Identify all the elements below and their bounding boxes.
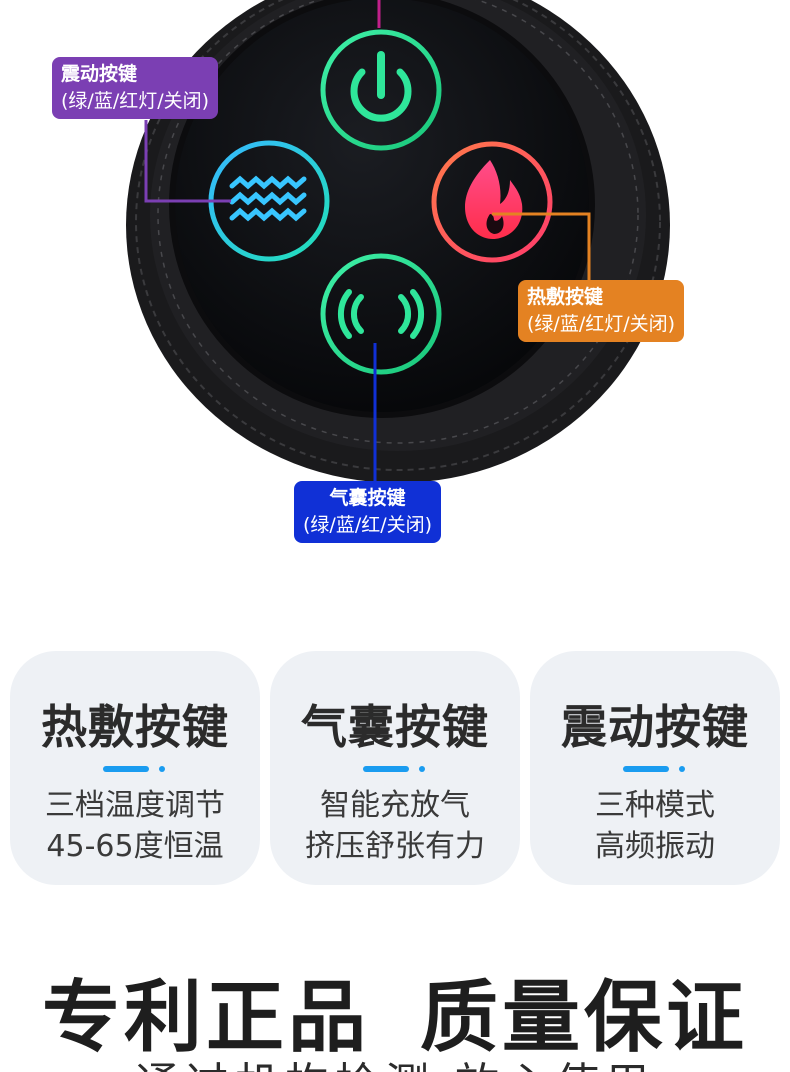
airbag-device-button[interactable]	[320, 253, 442, 375]
airbag-callout: 气囊按键 (绿/蓝/红/关闭)	[294, 481, 442, 543]
slogan-right: 质量保证	[420, 973, 749, 1063]
airbag-callout-title: 气囊按键	[329, 487, 406, 509]
heat-device-button[interactable]	[431, 141, 553, 263]
card-divider	[103, 766, 167, 772]
card-title: 气囊按键	[301, 700, 489, 754]
card-divider	[363, 766, 427, 772]
wave-icon	[229, 175, 307, 222]
card-line: 挤压舒张有力	[305, 829, 485, 864]
card-title: 震动按键	[561, 700, 749, 754]
control-panel	[172, 0, 592, 415]
card-line: 智能充放气	[320, 788, 470, 823]
heat-feature-card: 热敷按键 三档温度调节 45-65度恒温	[10, 651, 260, 885]
heat-callout-title: 热敷按键	[527, 286, 604, 308]
card-line: 高频振动	[595, 829, 715, 864]
device-area: 震动按键 (绿/蓝/红灯/关闭) 热敷按键 (绿/蓝/红灯/关闭) 气囊按键 (…	[52, 0, 685, 543]
card-divider	[623, 766, 687, 772]
vibration-callout-title: 震动按键	[61, 63, 138, 85]
vibration-device-button[interactable]	[208, 140, 330, 262]
card-line: 三档温度调节	[45, 788, 225, 823]
card-line: 45-65度恒温	[46, 829, 224, 864]
slogan: 专利正品质量保证	[0, 955, 790, 1067]
heat-callout-subtitle: (绿/蓝/红灯/关闭)	[527, 313, 676, 335]
flame-icon	[465, 160, 523, 240]
airbag-feature-card: 气囊按键 智能充放气 挤压舒张有力	[270, 651, 520, 885]
power-icon	[350, 51, 412, 122]
heat-leader-line	[492, 212, 591, 280]
vibration-feature-card: 震动按键 三种模式 高频振动	[530, 651, 780, 885]
heat-callout: 热敷按键 (绿/蓝/红灯/关闭)	[518, 280, 685, 342]
vibration-callout-subtitle: (绿/蓝/红灯/关闭)	[61, 90, 210, 112]
card-title: 热敷按键	[41, 700, 229, 754]
vibration-leader-line	[144, 120, 231, 203]
airbag-icon	[337, 289, 425, 339]
slogan-left: 专利正品	[41, 973, 370, 1063]
subline: 通过机构检测 放心使用	[0, 1048, 790, 1072]
vibration-callout: 震动按键 (绿/蓝/红灯/关闭)	[52, 57, 219, 119]
power-button[interactable]	[320, 29, 442, 151]
airbag-callout-subtitle: (绿/蓝/红/关闭)	[303, 514, 433, 536]
card-line: 三种模式	[595, 788, 715, 823]
